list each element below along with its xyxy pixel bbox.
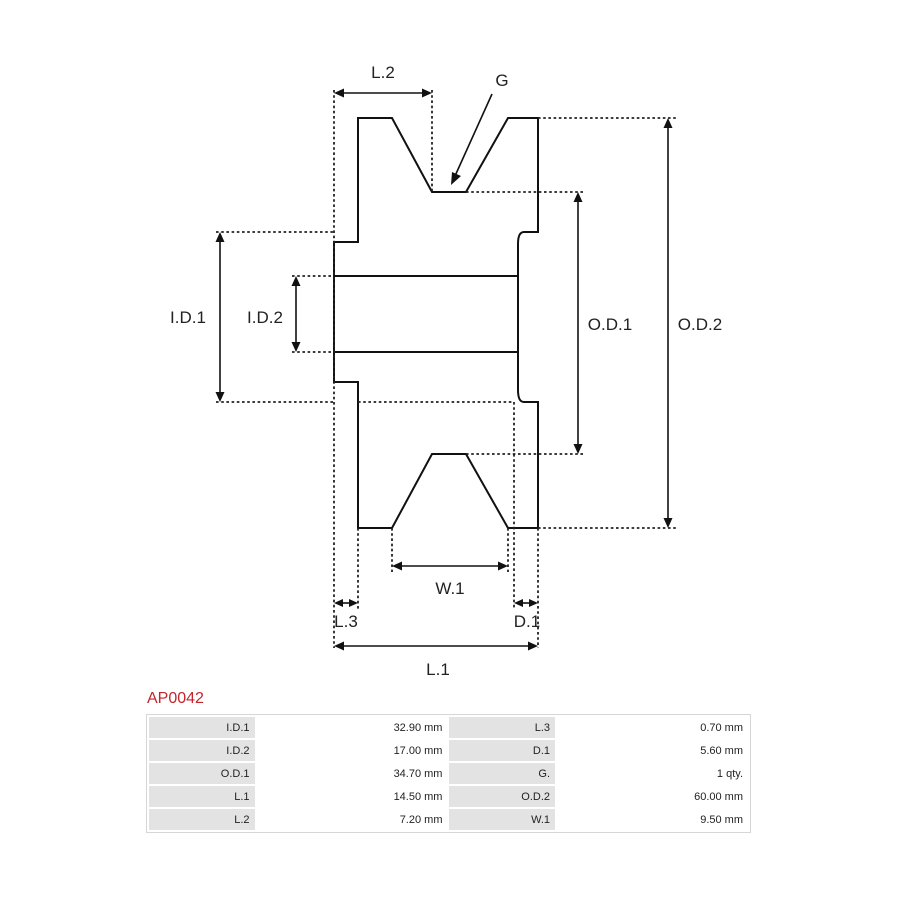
- table-row: I.D.1 32.90 mm L.3 0.70 mm: [149, 717, 748, 738]
- spec-value: 5.60 mm: [557, 740, 748, 761]
- label-l2: L.2: [371, 63, 395, 82]
- label-w1: W.1: [435, 579, 464, 598]
- label-id2: I.D.2: [247, 308, 283, 327]
- label-g: G: [495, 71, 508, 90]
- spec-label: O.D.2: [449, 786, 556, 807]
- spec-label: L.3: [449, 717, 556, 738]
- dimension-od1: [573, 192, 583, 454]
- table-row: L.2 7.20 mm W.1 9.50 mm: [149, 809, 748, 830]
- spec-table: I.D.1 32.90 mm L.3 0.70 mm I.D.2 17.00 m…: [146, 714, 751, 833]
- table-row: O.D.1 34.70 mm G. 1 qty.: [149, 763, 748, 784]
- spec-value: 9.50 mm: [557, 809, 748, 830]
- label-l1: L.1: [426, 660, 450, 679]
- spec-label: L.2: [149, 809, 255, 830]
- spec-value: 1 qty.: [557, 763, 748, 784]
- pulley-diagram: L.2 G O.D.2 O.D.1 I.D.1 I.D.2 W.1: [170, 63, 722, 679]
- spec-value: 60.00 mm: [557, 786, 748, 807]
- label-d1: D.1: [514, 612, 540, 631]
- spec-label: I.D.2: [149, 740, 255, 761]
- table-row: L.1 14.50 mm O.D.2 60.00 mm: [149, 786, 748, 807]
- label-od2: O.D.2: [678, 315, 722, 334]
- label-l3: L.3: [334, 612, 358, 631]
- spec-label: G.: [449, 763, 556, 784]
- dimension-od2: [663, 118, 673, 528]
- dimension-w1: [392, 561, 508, 571]
- table-row: I.D.2 17.00 mm D.1 5.60 mm: [149, 740, 748, 761]
- spec-label: L.1: [149, 786, 255, 807]
- spec-value: 17.00 mm: [256, 740, 448, 761]
- dimension-g: [451, 93, 493, 185]
- dimension-id2: [291, 276, 301, 352]
- dimension-d1: [514, 599, 538, 607]
- extension-lines: [216, 90, 676, 648]
- spec-label: W.1: [449, 809, 556, 830]
- part-code: AP0042: [147, 690, 204, 707]
- spec-value: 32.90 mm: [256, 717, 448, 738]
- dimension-l1: [334, 641, 538, 651]
- spec-value: 0.70 mm: [557, 717, 748, 738]
- spec-label: D.1: [449, 740, 556, 761]
- dimension-l2: [334, 88, 432, 98]
- label-id1: I.D.1: [170, 308, 206, 327]
- spec-label: I.D.1: [149, 717, 255, 738]
- dimension-id1: [215, 232, 225, 402]
- pulley-upper-outline: [333, 117, 539, 529]
- label-od1: O.D.1: [588, 315, 632, 334]
- spec-value: 14.50 mm: [256, 786, 448, 807]
- spec-value: 7.20 mm: [256, 809, 448, 830]
- dimension-l3: [334, 599, 358, 607]
- spec-value: 34.70 mm: [256, 763, 448, 784]
- spec-label: O.D.1: [149, 763, 255, 784]
